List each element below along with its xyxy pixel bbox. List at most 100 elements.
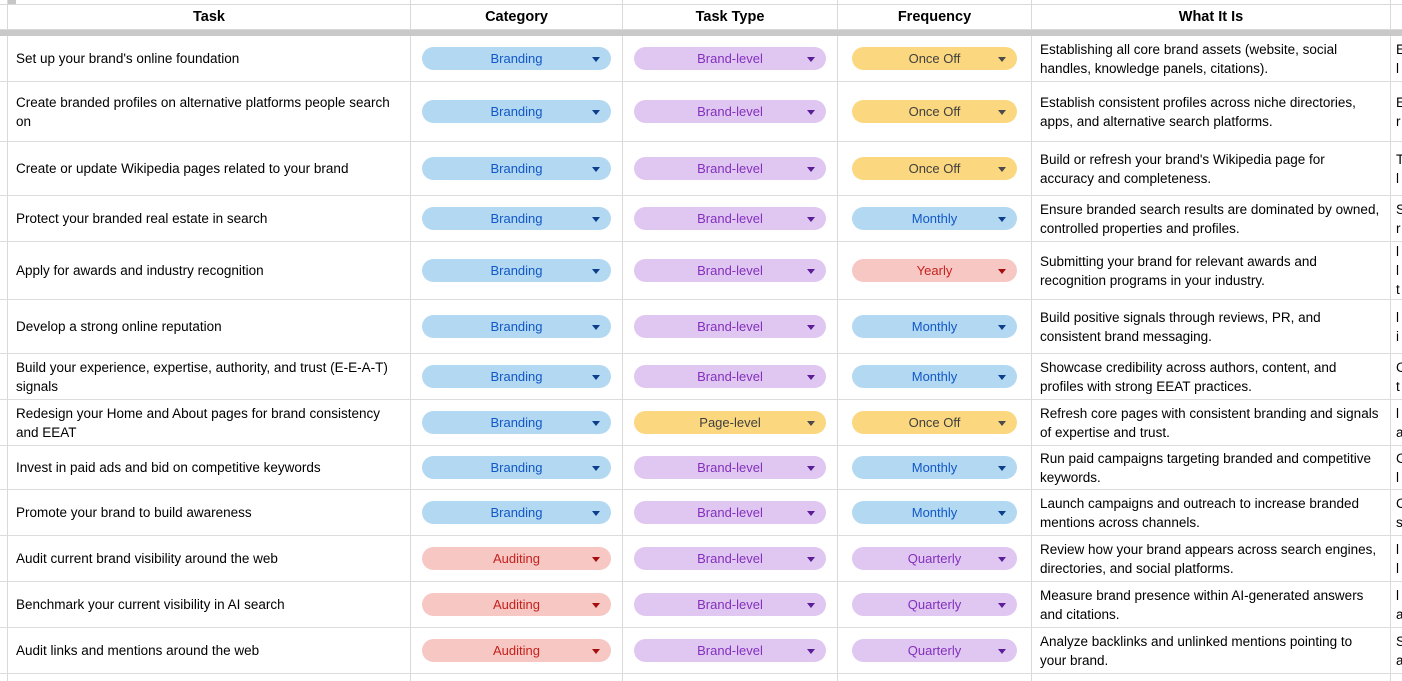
frequency-dropdown[interactable]: Monthly	[852, 315, 1017, 338]
category-cell[interactable]: Auditing	[411, 536, 623, 581]
category-cell[interactable]: Branding	[411, 446, 623, 489]
clipped-next-column-cell[interactable]: T l	[1391, 142, 1402, 195]
what-it-is-cell[interactable]: Establishing all core brand assets (webs…	[1032, 36, 1391, 81]
clipped-next-column-cell[interactable]: l i	[1391, 300, 1402, 353]
frequency-cell[interactable]: Monthly	[838, 490, 1032, 535]
frequency-cell[interactable]: Once Off	[838, 36, 1032, 81]
category-dropdown[interactable]: Branding	[422, 157, 611, 180]
clipped-next-column-cell[interactable]: E l	[1391, 36, 1402, 81]
task-type-cell[interactable]: Brand-level	[623, 490, 838, 535]
task-type-dropdown[interactable]: Brand-level	[634, 639, 826, 662]
frequency-dropdown[interactable]: Once Off	[852, 47, 1017, 70]
task-type-dropdown[interactable]: Brand-level	[634, 547, 826, 570]
frequency-cell[interactable]	[838, 674, 1032, 681]
frequency-dropdown[interactable]: Quarterly	[852, 547, 1017, 570]
task-type-cell[interactable]	[623, 674, 838, 681]
frequency-cell[interactable]: Monthly	[838, 354, 1032, 399]
frequency-dropdown[interactable]: Yearly	[852, 259, 1017, 282]
clipped-next-column-cell[interactable]: S a	[1391, 628, 1402, 673]
frequency-cell[interactable]: Quarterly	[838, 628, 1032, 673]
frequency-cell[interactable]: Quarterly	[838, 582, 1032, 627]
clipped-next-column-cell[interactable]: l l t	[1391, 242, 1402, 299]
frequency-cell[interactable]: Once Off	[838, 82, 1032, 141]
task-cell[interactable]: Promote your brand to build awareness	[8, 490, 411, 535]
task-type-cell[interactable]: Page-level	[623, 400, 838, 445]
task-type-cell[interactable]: Brand-level	[623, 446, 838, 489]
category-cell[interactable]: Branding	[411, 354, 623, 399]
task-type-cell[interactable]: Brand-level	[623, 142, 838, 195]
task-cell[interactable]: Develop a strong online reputation	[8, 300, 411, 353]
task-type-dropdown[interactable]: Brand-level	[634, 47, 826, 70]
task-type-dropdown[interactable]: Brand-level	[634, 100, 826, 123]
frequency-dropdown[interactable]: Monthly	[852, 456, 1017, 479]
frequency-cell[interactable]: Monthly	[838, 300, 1032, 353]
frequency-dropdown[interactable]: Monthly	[852, 207, 1017, 230]
task-cell[interactable]: Create or update Wikipedia pages related…	[8, 142, 411, 195]
what-it-is-cell[interactable]: Establish consistent profiles across nic…	[1032, 82, 1391, 141]
clipped-next-column-cell[interactable]	[1391, 674, 1402, 681]
task-cell[interactable]: Protect your branded real estate in sear…	[8, 196, 411, 241]
frequency-dropdown[interactable]: Once Off	[852, 157, 1017, 180]
frequency-dropdown[interactable]: Once Off	[852, 411, 1017, 434]
task-type-cell[interactable]: Brand-level	[623, 354, 838, 399]
task-type-cell[interactable]: Brand-level	[623, 82, 838, 141]
category-cell[interactable]: Branding	[411, 400, 623, 445]
frequency-dropdown[interactable]: Monthly	[852, 365, 1017, 388]
clipped-next-column-cell[interactable]: C t	[1391, 354, 1402, 399]
task-cell[interactable]: Benchmark your current visibility in AI …	[8, 582, 411, 627]
category-dropdown[interactable]: Auditing	[422, 547, 611, 570]
clipped-next-column-cell[interactable]: C s	[1391, 490, 1402, 535]
task-cell[interactable]: Build your experience, expertise, author…	[8, 354, 411, 399]
category-cell[interactable]: Branding	[411, 196, 623, 241]
task-type-cell[interactable]: Brand-level	[623, 196, 838, 241]
category-cell[interactable]: Branding	[411, 36, 623, 81]
header-cell-what-it-is[interactable]: What It Is	[1032, 5, 1391, 29]
header-cell-task[interactable]: Task	[8, 5, 411, 29]
category-dropdown[interactable]: Branding	[422, 365, 611, 388]
frequency-cell[interactable]: Yearly	[838, 242, 1032, 299]
frequency-cell[interactable]: Quarterly	[838, 536, 1032, 581]
what-it-is-cell[interactable]: Analyze backlinks and unlinked mentions …	[1032, 628, 1391, 673]
what-it-is-cell[interactable]: Measure brand presence within AI-generat…	[1032, 582, 1391, 627]
category-cell[interactable]: Branding	[411, 242, 623, 299]
task-cell[interactable]: Create branded profiles on alternative p…	[8, 82, 411, 141]
frequency-cell[interactable]: Monthly	[838, 196, 1032, 241]
category-dropdown[interactable]: Branding	[422, 47, 611, 70]
what-it-is-cell[interactable]: Submitting your brand for relevant award…	[1032, 242, 1391, 299]
frequency-cell[interactable]: Once Off	[838, 400, 1032, 445]
what-it-is-cell[interactable]: Refresh core pages with consistent brand…	[1032, 400, 1391, 445]
header-cell-frequency[interactable]: Frequency	[838, 5, 1032, 29]
what-it-is-cell[interactable]: Showcase credibility across authors, con…	[1032, 354, 1391, 399]
task-type-dropdown[interactable]: Brand-level	[634, 157, 826, 180]
task-type-dropdown[interactable]: Brand-level	[634, 456, 826, 479]
frequency-dropdown[interactable]: Once Off	[852, 100, 1017, 123]
category-cell[interactable]	[411, 674, 623, 681]
category-dropdown[interactable]: Branding	[422, 207, 611, 230]
task-cell[interactable]: Audit links and mentions around the web	[8, 628, 411, 673]
task-type-cell[interactable]: Brand-level	[623, 536, 838, 581]
task-type-dropdown[interactable]: Brand-level	[634, 593, 826, 616]
task-type-cell[interactable]: Brand-level	[623, 300, 838, 353]
clipped-next-column-cell[interactable]: l l	[1391, 536, 1402, 581]
frequency-dropdown[interactable]: Monthly	[852, 501, 1017, 524]
clipped-next-column-cell[interactable]: l a	[1391, 400, 1402, 445]
category-cell[interactable]: Branding	[411, 142, 623, 195]
task-type-cell[interactable]: Brand-level	[623, 242, 838, 299]
task-type-cell[interactable]: Brand-level	[623, 582, 838, 627]
frequency-cell[interactable]: Monthly	[838, 446, 1032, 489]
task-type-cell[interactable]: Brand-level	[623, 36, 838, 81]
clipped-next-column-cell[interactable]: l a	[1391, 582, 1402, 627]
what-it-is-cell[interactable]: Run paid campaigns targeting branded and…	[1032, 446, 1391, 489]
what-it-is-cell[interactable]: Review how your brand appears across sea…	[1032, 536, 1391, 581]
category-dropdown[interactable]: Branding	[422, 456, 611, 479]
frequency-cell[interactable]: Once Off	[838, 142, 1032, 195]
category-cell[interactable]: Branding	[411, 300, 623, 353]
category-dropdown[interactable]: Auditing	[422, 639, 611, 662]
task-cell[interactable]: Apply for awards and industry recognitio…	[8, 242, 411, 299]
category-cell[interactable]: Branding	[411, 490, 623, 535]
category-cell[interactable]: Branding	[411, 82, 623, 141]
category-dropdown[interactable]: Auditing	[422, 593, 611, 616]
clipped-next-column-cell[interactable]: C l	[1391, 446, 1402, 489]
clipped-next-column-cell[interactable]: E r	[1391, 82, 1402, 141]
task-type-dropdown[interactable]: Brand-level	[634, 315, 826, 338]
